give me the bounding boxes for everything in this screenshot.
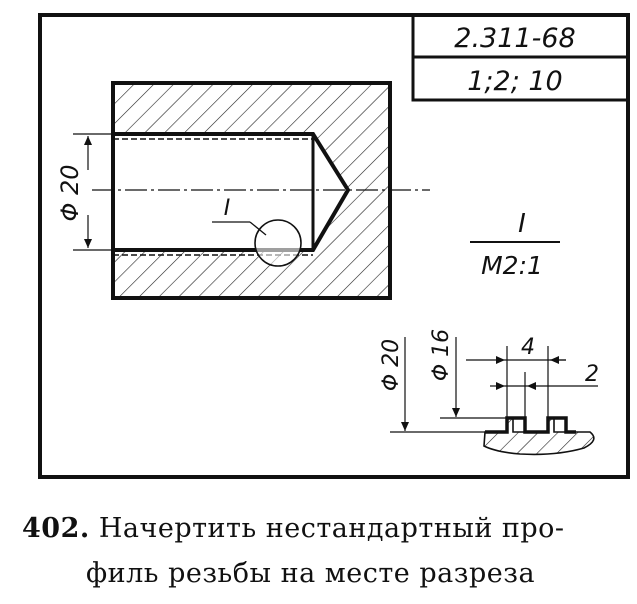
bore-outline (113, 132, 351, 252)
detail-hatched-body (483, 417, 595, 456)
tooth-width-label: 2 (585, 362, 599, 387)
callout-label: I (518, 209, 526, 239)
pitch-label: 4 (521, 335, 535, 360)
callout-scale: M2:1 (481, 251, 543, 280)
scale-list: 1;2; 10 (467, 66, 563, 97)
exercise-caption: 402. Начертить нестандартный про- филь р… (22, 506, 622, 596)
title-block: 2.311-68 1;2; 10 (411, 13, 630, 102)
section-callout: I M2:1 (470, 209, 560, 280)
part-section: I (92, 81, 430, 300)
outer-diameter-label: Φ 20 (379, 339, 404, 391)
diameter-dimension: Φ 20 (56, 133, 113, 251)
thread-profile (485, 416, 576, 434)
leader-label: I (224, 196, 231, 221)
standard-number: 2.311-68 (454, 23, 575, 54)
hatched-section (113, 83, 390, 298)
technical-drawing: 2.311-68 1;2; 10 I Φ 20 I M2:1 (38, 13, 630, 479)
thread-detail: Φ 20 Φ 16 4 2 (379, 329, 599, 456)
inner-diameter-label: Φ 16 (429, 329, 454, 381)
leader-line-tail (249, 221, 267, 236)
diameter-label: Φ 20 (56, 164, 84, 221)
caption-line-1: Начертить нестандартный про- (98, 513, 565, 544)
caption-line-2: филь резьбы на месте разреза (86, 558, 536, 589)
exercise-number: 402. (22, 513, 90, 544)
detail-circle (254, 219, 302, 267)
drawing-frame (38, 13, 630, 479)
